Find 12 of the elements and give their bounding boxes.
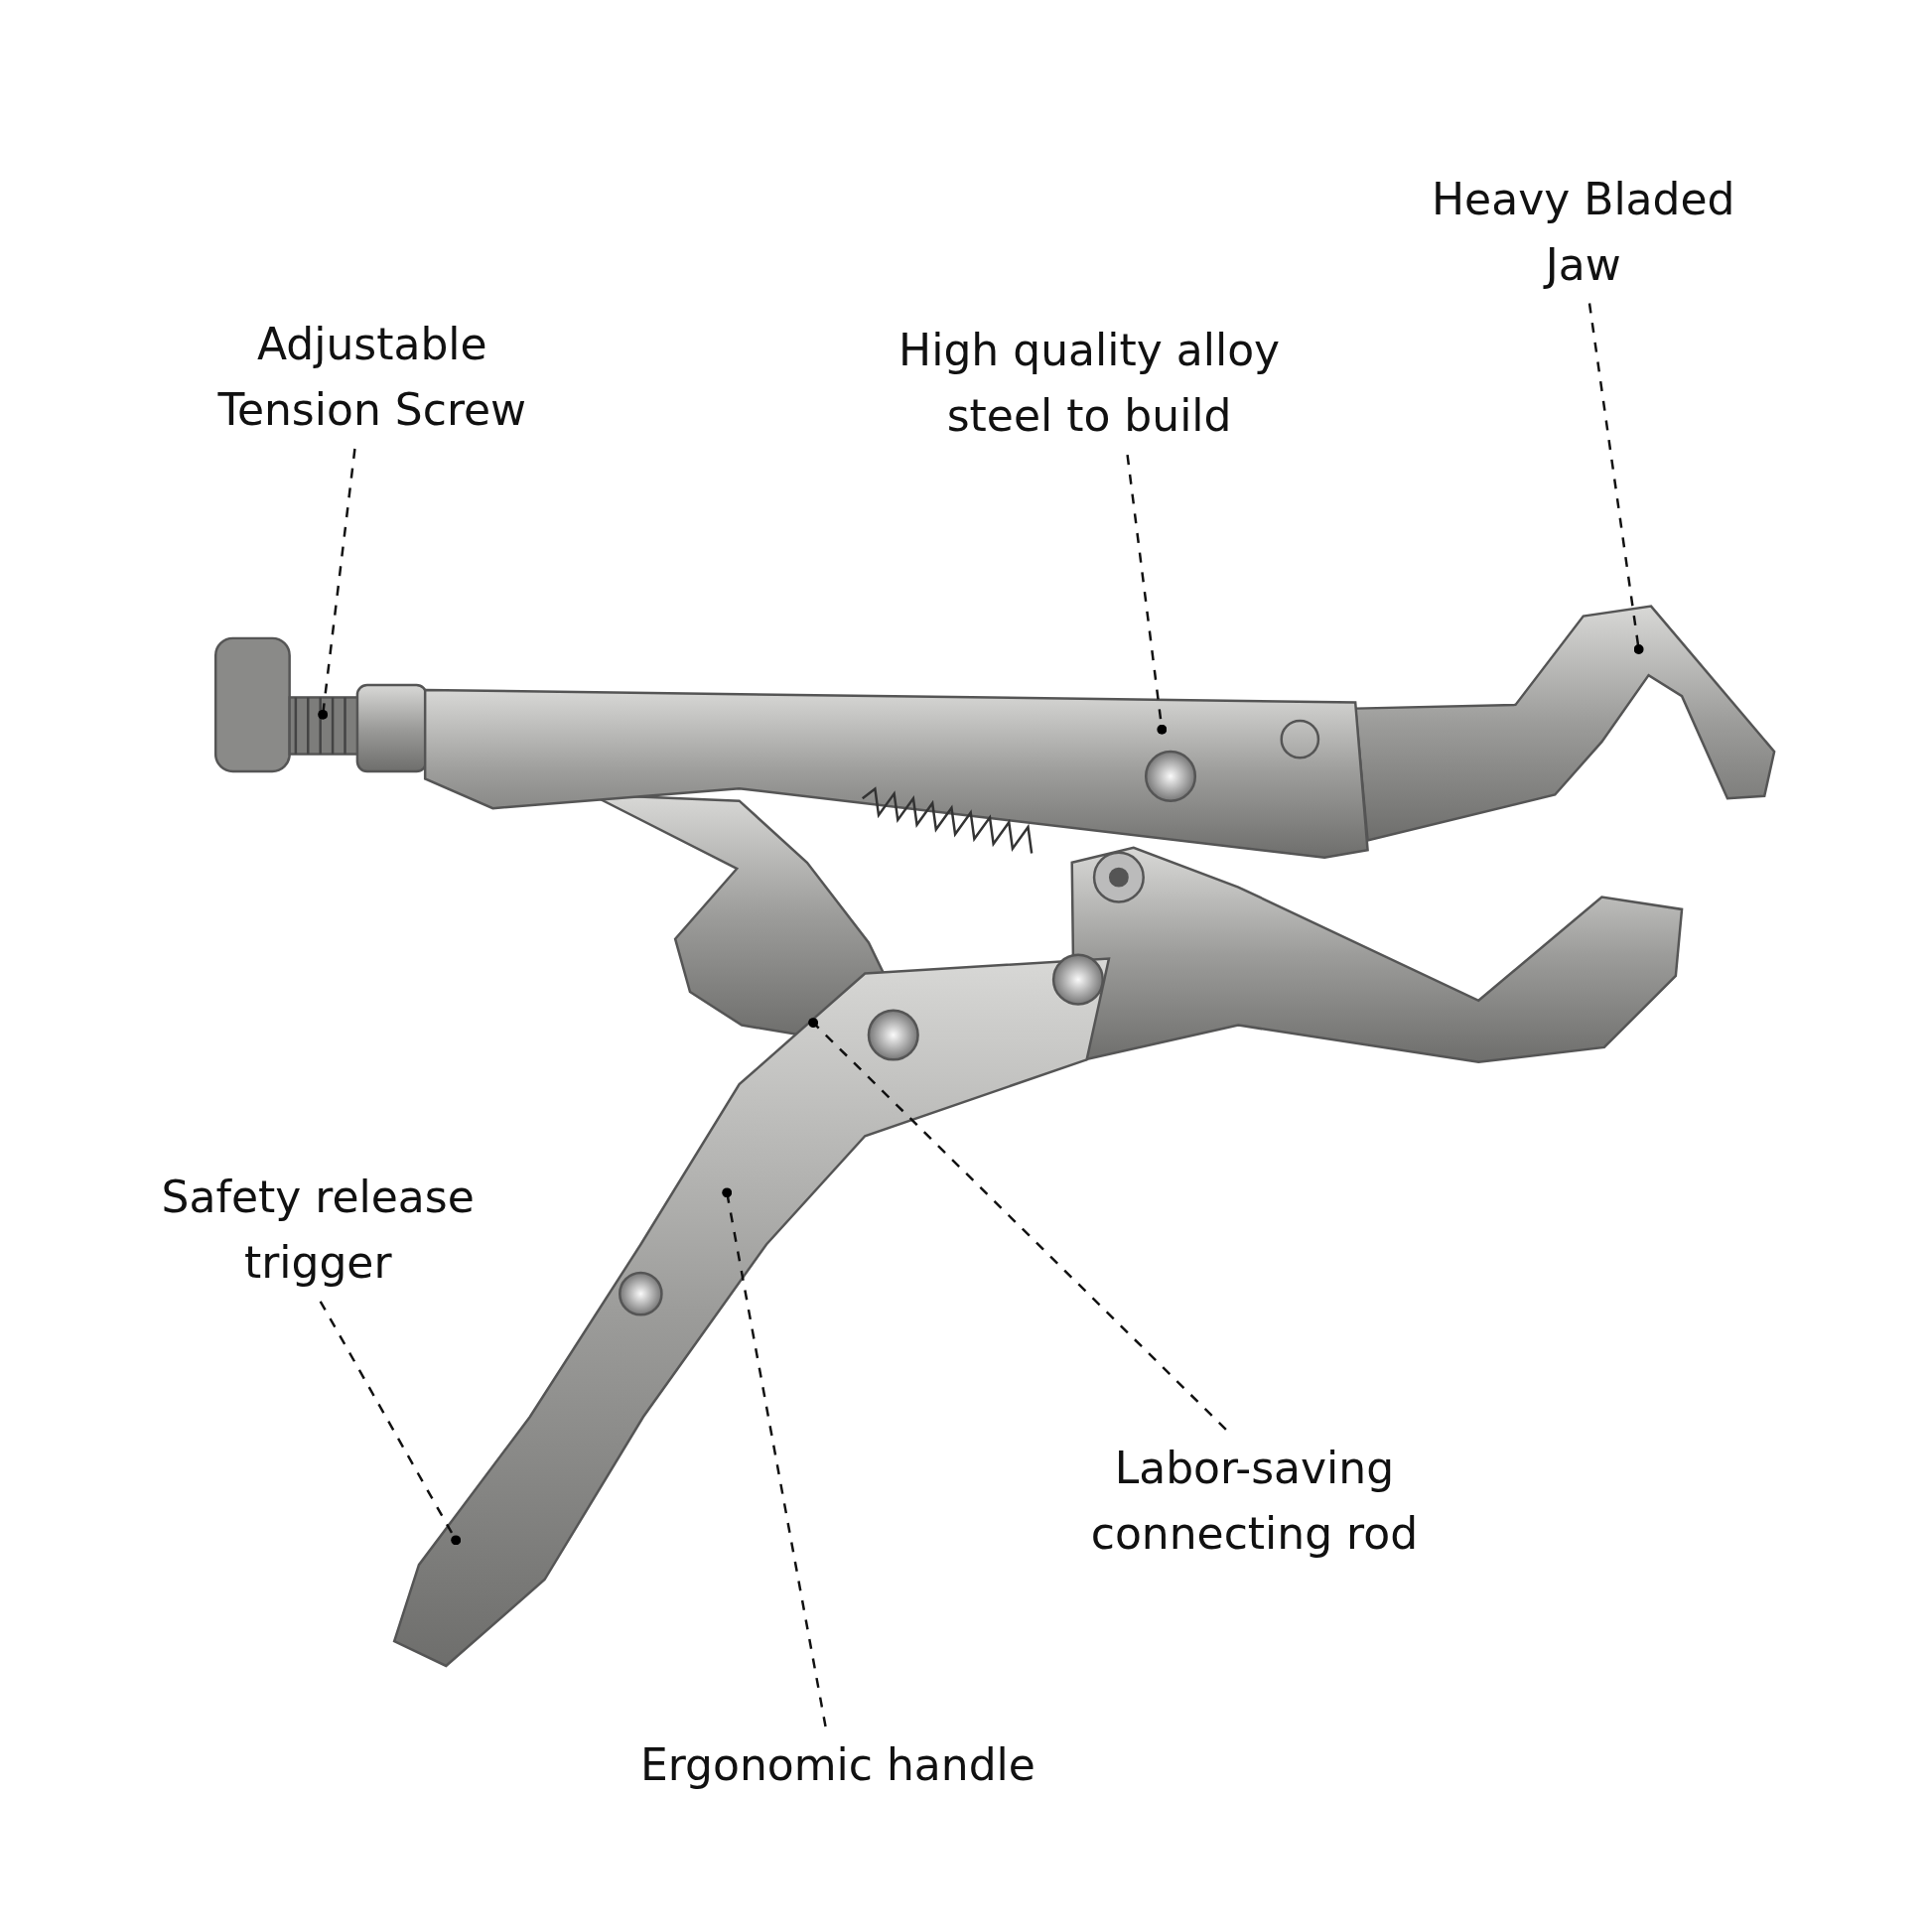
leader-line — [318, 448, 356, 720]
callout-label: Safety release trigger — [160, 1170, 476, 1290]
callout-label: Labor-saving connecting rod — [1089, 1441, 1420, 1561]
callout-label: Adjustable Tension Screw — [216, 318, 528, 437]
callout-label: Ergonomic handle — [638, 1737, 1036, 1792]
leader-line — [319, 1301, 462, 1546]
leader-line — [808, 1018, 1227, 1431]
callout-label: Heavy Bladed Jaw — [1431, 172, 1736, 292]
callout-label: High quality alloy steel to build — [897, 324, 1282, 444]
leader-line — [1587, 303, 1644, 654]
leader-line — [1126, 455, 1168, 735]
leader-line — [722, 1187, 827, 1727]
